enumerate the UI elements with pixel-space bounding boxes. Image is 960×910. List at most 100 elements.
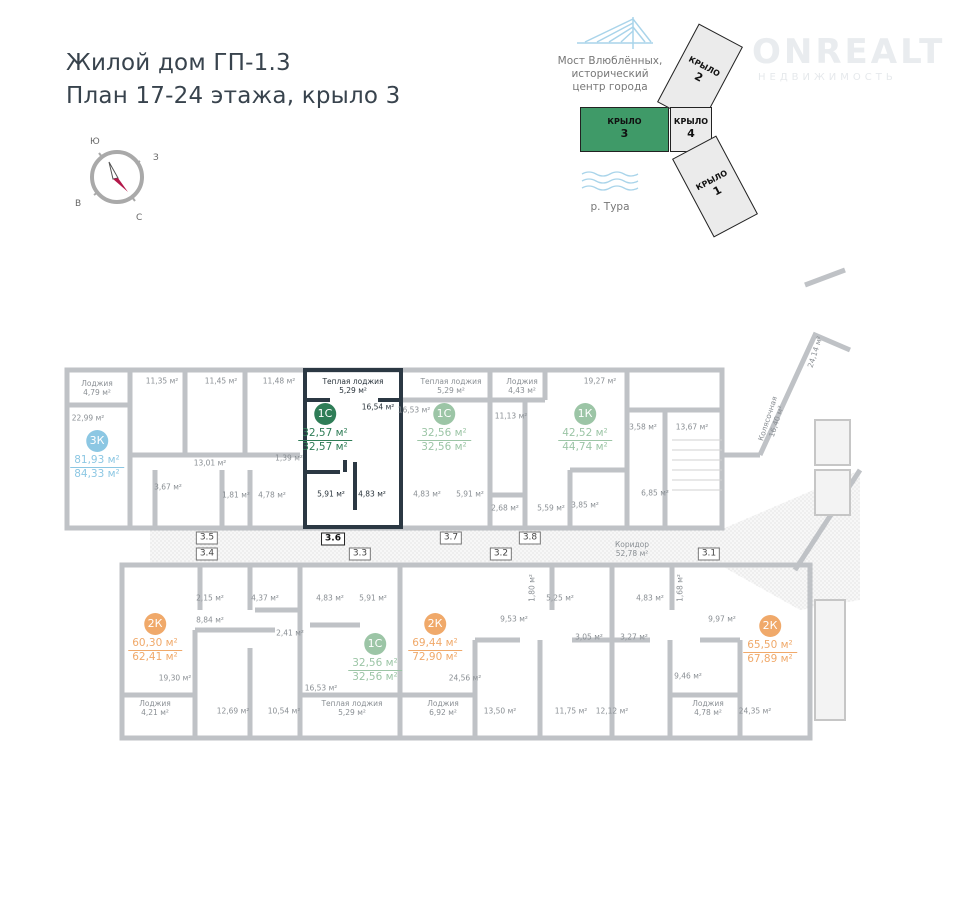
- room-area: 16,53 м²: [397, 405, 431, 415]
- apartment-3[interactable]: 1С 32,56 м² 32,56 м²: [417, 403, 471, 454]
- room-label: 6,85 м²: [641, 489, 669, 498]
- room-area: 2,68 м²: [491, 503, 519, 513]
- room-area: 5,29 м²: [437, 386, 465, 395]
- room-area: 3,05 м²: [575, 632, 603, 642]
- room-name: Лоджия: [81, 379, 113, 388]
- room-area: 4,79 м²: [83, 388, 111, 397]
- bridge-icon: [577, 17, 653, 49]
- room-label: 9,53 м²: [500, 615, 528, 624]
- apartment-8[interactable]: 2К 65,50 м² 67,89 м²: [743, 615, 797, 666]
- room-area: 5,59 м²: [537, 503, 565, 513]
- room-area: 11,75 м²: [554, 706, 588, 716]
- room-label: 19,27 м²: [584, 377, 617, 386]
- room-area: 12,69 м²: [216, 706, 250, 716]
- apartment-living-area: 69,44 м²: [408, 637, 462, 651]
- apartment-7[interactable]: 2К 69,44 м² 72,90 м²: [408, 613, 462, 664]
- apartment-total-area: 32,57 м²: [302, 441, 348, 453]
- apartment-type-badge: 1С: [314, 403, 336, 425]
- room-area: 11,35 м²: [145, 376, 179, 386]
- room-label: 4,83 м²: [636, 594, 664, 603]
- section-number-label[interactable]: 3.6: [321, 532, 345, 546]
- room-name: Лоджия: [692, 699, 724, 708]
- apartment-4[interactable]: 1К 42,52 м² 44,74 м²: [558, 403, 612, 454]
- room-label: 24,35 м²: [739, 707, 772, 716]
- apartment-living-area: 42,52 м²: [558, 427, 612, 441]
- room-area: 11,48 м²: [262, 376, 296, 386]
- room-name: Лоджия: [427, 699, 459, 708]
- wall-stair-block: [624, 367, 725, 531]
- section-number-label[interactable]: 3.7: [439, 531, 463, 545]
- room-area: 5,25 м²: [546, 593, 574, 603]
- apartment-total-area: 32,56 м²: [421, 441, 467, 453]
- section-number-label[interactable]: 3.5: [195, 531, 219, 545]
- room-name: Теплая лоджия: [322, 377, 384, 386]
- section-number-label[interactable]: 3.3: [348, 547, 372, 561]
- room-area: 11,45 м²: [204, 376, 238, 386]
- room-label: 5,91 м²: [317, 490, 345, 499]
- room-area: 4,83 м²: [636, 593, 664, 603]
- room-label: 11,75 м²: [555, 707, 588, 716]
- room-area: 52,78 м²: [615, 549, 649, 558]
- room-area: 3,67 м²: [154, 482, 182, 492]
- room-area: 9,46 м²: [674, 671, 702, 681]
- room-label: 9,97 м²: [708, 615, 736, 624]
- section-number-label[interactable]: 3.4: [195, 547, 219, 561]
- room-label: 3,05 м²: [575, 633, 603, 642]
- bridge-label: Мост Влюблённых, исторический центр горо…: [557, 55, 663, 93]
- room-area: 5,91 м²: [456, 489, 484, 499]
- room-label: 4,83 м²: [358, 490, 386, 499]
- section-number-label[interactable]: 3.1: [697, 547, 721, 561]
- apartment-2[interactable]: 1С 32,57 м² 32,57 м²: [298, 403, 352, 454]
- room-label: 13,01 м²: [194, 459, 227, 468]
- apartment-type-badge: 1С: [364, 633, 386, 655]
- room-label: 16,53 м²: [398, 406, 431, 415]
- apartment-type-badge: 1С: [433, 403, 455, 425]
- room-label: 4,37 м²: [251, 594, 279, 603]
- apartment-5[interactable]: 2К 60,30 м² 62,41 м²: [128, 613, 182, 664]
- room-label: 12,12 м²: [596, 707, 629, 716]
- apartment-type-badge: 1К: [574, 403, 596, 425]
- compass-west-label: З: [153, 153, 159, 163]
- room-label: 5,59 м²: [537, 504, 565, 513]
- room-label: 12,69 м²: [217, 707, 250, 716]
- wing-4-number: 4: [687, 127, 695, 140]
- room-area: 11,13 м²: [494, 411, 528, 421]
- apartment-living-area: 65,50 м²: [743, 639, 797, 653]
- room-area: 4,78 м²: [694, 708, 722, 717]
- room-area: 1,39 м²: [275, 453, 303, 463]
- room-area: 5,91 м²: [317, 489, 345, 499]
- room-area: 4,37 м²: [251, 593, 279, 603]
- apartment-6[interactable]: 1С 32,56 м² 32,56 м²: [348, 633, 402, 684]
- apartment-living-area: 81,93 м²: [70, 454, 124, 468]
- room-label: 16,54 м²: [362, 403, 395, 412]
- room-area: 13,50 м²: [483, 706, 517, 716]
- river-label: р. Тура: [590, 201, 630, 213]
- section-number-label[interactable]: 3.8: [518, 531, 542, 545]
- room-name: Лоджия: [139, 699, 171, 708]
- room-label: 2,68 м²: [491, 504, 519, 513]
- room-area: 16,53 м²: [304, 683, 338, 693]
- apartment-living-area: 32,57 м²: [298, 427, 352, 441]
- room-area: 5,29 м²: [338, 708, 366, 717]
- room-label: 19,30 м²: [159, 674, 192, 683]
- wing-3[interactable]: КРЫЛО 3: [580, 107, 669, 152]
- room-label: 5,25 м²: [546, 594, 574, 603]
- apartment-total-area: 44,74 м²: [562, 441, 608, 453]
- room-area: 4,83 м²: [358, 489, 386, 499]
- apartment-total-area: 67,89 м²: [747, 653, 793, 665]
- compass-east-label: В: [75, 199, 82, 209]
- room-label: 24,56 м²: [449, 674, 482, 683]
- room-area: 13,01 м²: [193, 458, 227, 468]
- room-area: 19,27 м²: [583, 376, 617, 386]
- apartment-1[interactable]: 3К 81,93 м² 84,33 м²: [70, 430, 124, 481]
- floor-plan-title: План 17-24 этажа, крыло 3: [66, 83, 401, 109]
- room-label: 1,68 м²: [676, 574, 685, 602]
- room-area: 1,81 м²: [222, 490, 250, 500]
- apartment-total-area: 62,41 м²: [132, 651, 178, 663]
- room-area: 4,78 м²: [258, 490, 286, 500]
- section-number-label[interactable]: 3.2: [489, 547, 513, 561]
